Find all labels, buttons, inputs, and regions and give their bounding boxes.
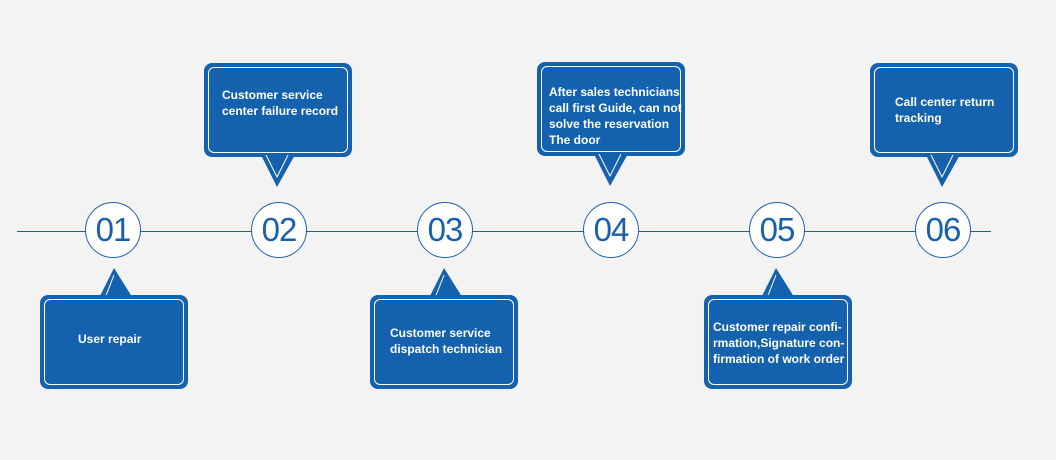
step-node-05: 05 bbox=[749, 202, 805, 258]
callout-pointer bbox=[925, 153, 961, 187]
step-node-06: 06 bbox=[915, 202, 971, 258]
step-callout-06: Call center return tracking bbox=[870, 63, 1018, 157]
step-label: Call center return tracking bbox=[895, 95, 995, 125]
timeline-axis bbox=[17, 231, 991, 232]
step-label: After sales technicians call first Guide… bbox=[549, 85, 682, 147]
step-label: Customer repair confi- rmation,Signature… bbox=[713, 320, 845, 366]
callout-border bbox=[541, 66, 681, 152]
callout-pointer bbox=[593, 152, 629, 186]
step-label: Customer service dispatch technician bbox=[390, 326, 503, 356]
step-callout-04: After sales technicians call first Guide… bbox=[537, 62, 685, 156]
callout-border bbox=[44, 299, 184, 385]
callout-border bbox=[874, 67, 1014, 153]
step-number: 06 bbox=[925, 211, 962, 248]
step-label: Customer service center failure record bbox=[222, 88, 339, 118]
step-number: 02 bbox=[261, 211, 298, 248]
step-callout-02: Customer service center failure record bbox=[204, 63, 352, 157]
step-label: User repair bbox=[78, 332, 142, 346]
step-number: 04 bbox=[593, 211, 630, 248]
step-node-03: 03 bbox=[417, 202, 473, 258]
step-node-04: 04 bbox=[583, 202, 639, 258]
step-number: 03 bbox=[427, 211, 464, 248]
callout-border bbox=[708, 299, 848, 385]
step-callout-03: Customer service dispatch technician bbox=[370, 295, 518, 389]
step-callout-01: User repair bbox=[40, 295, 188, 389]
callout-border bbox=[208, 67, 348, 153]
step-callout-05: Customer repair confi- rmation,Signature… bbox=[704, 295, 852, 389]
callout-border bbox=[374, 299, 514, 385]
callout-pointer bbox=[260, 153, 296, 187]
step-node-02: 02 bbox=[251, 202, 307, 258]
step-number: 01 bbox=[95, 211, 132, 248]
step-number: 05 bbox=[759, 211, 796, 248]
step-node-01: 01 bbox=[85, 202, 141, 258]
